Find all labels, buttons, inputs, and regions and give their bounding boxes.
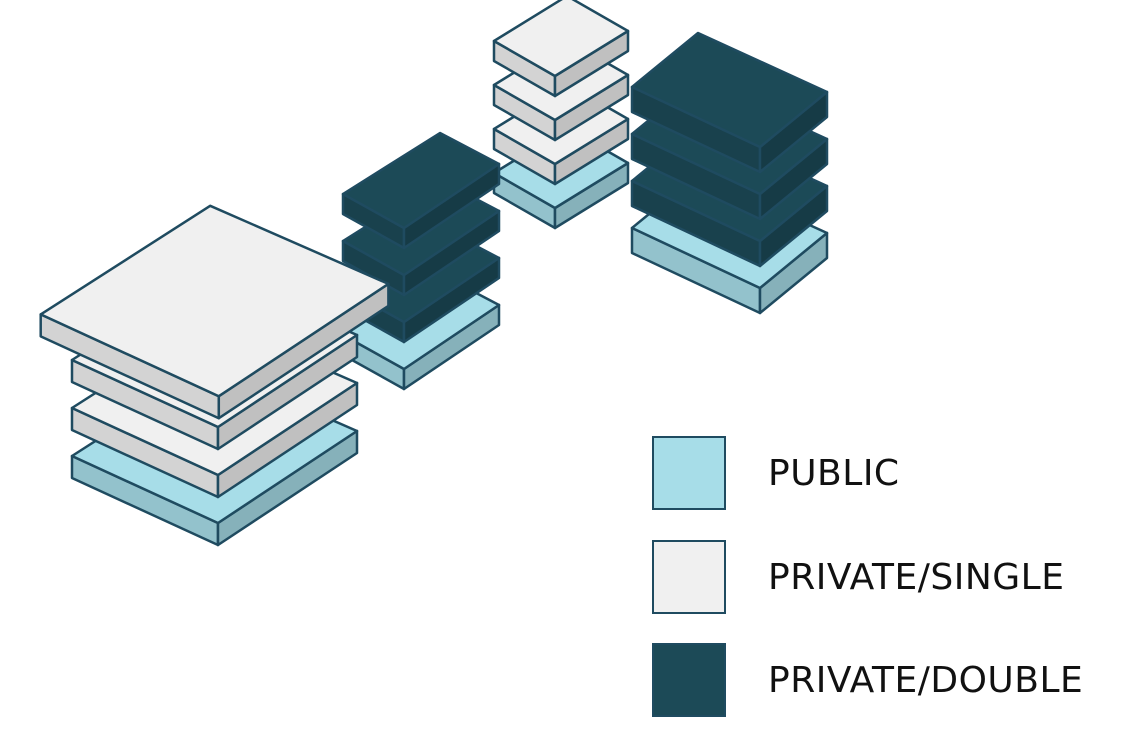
front-left-stack-slab-4-private-single xyxy=(39,204,390,420)
back-center-stack-slab-4-private-single xyxy=(492,0,630,98)
back-center-stack xyxy=(492,0,630,230)
legend-swatch-private-double xyxy=(652,643,726,717)
middle-stack-slab-4-private-double xyxy=(341,131,501,250)
legend-label-private-double: PRIVATE/DOUBLE xyxy=(768,659,1084,701)
middle-stack xyxy=(341,131,501,391)
legend-item-private-single: PRIVATE/SINGLE xyxy=(652,540,1064,614)
legend-swatch-public xyxy=(652,436,726,510)
legend-label-private-single: PRIVATE/SINGLE xyxy=(768,556,1065,598)
back-right-stack-slab-4-private-double xyxy=(630,31,829,174)
front-left-stack xyxy=(39,204,390,547)
legend-item-private-double: PRIVATE/DOUBLE xyxy=(652,643,1083,717)
legend-label-public: PUBLIC xyxy=(768,452,900,494)
legend-item-public: PUBLIC xyxy=(652,436,900,510)
legend-swatch-private-single xyxy=(652,540,726,614)
back-right-stack xyxy=(630,31,829,315)
